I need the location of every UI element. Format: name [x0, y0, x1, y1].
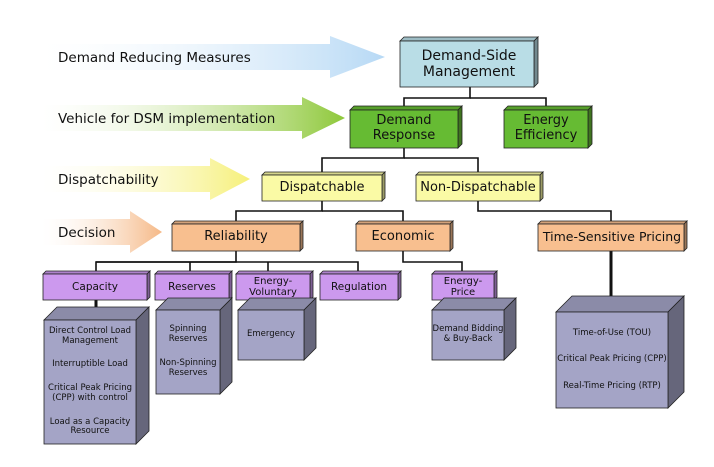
- arrow-dispatchability: [42, 158, 250, 200]
- detail-time-sensitive-item: Time-of-Use (TOU): [572, 327, 652, 338]
- box-dsm-front-face: [399, 40, 535, 88]
- node-dispatchable: Dispatchable: [279, 179, 365, 195]
- box-economic-front-face: [355, 223, 451, 252]
- row-label-demand-reducing: Demand Reducing Measures: [58, 50, 251, 66]
- box-time-sensitive-pricing: [537, 220, 688, 252]
- box-demand-response-side-face: [457, 105, 463, 149]
- detail-reserves-item: Non-Spinning Reserves: [159, 358, 217, 379]
- box-capacity-front-face: [42, 273, 148, 301]
- box-energy-voluntary-side-face: [309, 270, 314, 301]
- detail-capacity-item: Direct Control Load Management: [49, 325, 131, 346]
- box-energy-price-side-face: [493, 270, 498, 301]
- detail-time-sensitive-item: Critical Peak Pricing (CPP): [557, 354, 667, 365]
- box-economic-side-face: [449, 220, 454, 252]
- box-reserves-front-face: [154, 273, 230, 301]
- box-time-sensitive-pricing-front-face: [537, 223, 685, 252]
- node-energy-price: Energy- Price: [443, 275, 483, 299]
- arrow-vehicle: [42, 97, 345, 139]
- box-energy-voluntary: [235, 270, 314, 301]
- box-detail-capacity-side-face: [135, 306, 150, 445]
- node-reserves: Reserves: [168, 280, 216, 293]
- box-energy-efficiency-front-face: [503, 109, 589, 149]
- node-capacity: Capacity: [72, 280, 118, 293]
- node-energy-efficiency: Energy Efficiency: [514, 113, 578, 143]
- detail-capacity-item: Load as a Capacity Resource: [49, 416, 131, 437]
- detail-energy-price: Demand Bidding & Buy-Back: [432, 310, 504, 360]
- box-detail-energy-price: [431, 297, 517, 361]
- node-demand-response: Demand Response: [372, 113, 436, 143]
- arrow-demand-reducing: [42, 36, 385, 78]
- box-detail-energy-voluntary-front-face: [237, 309, 305, 361]
- box-detail-time-sensitive-front-face: [555, 311, 669, 409]
- detail-reserves: Spinning Reserves Non-Spinning Reserves: [156, 310, 220, 394]
- box-dispatchable-front-face: [261, 174, 383, 202]
- box-non-dispatchable-front-face: [415, 174, 541, 202]
- box-dsm: [399, 36, 539, 88]
- row-label-dispatchability: Dispatchability: [58, 172, 159, 188]
- row-label-decision: Decision: [58, 225, 116, 241]
- box-reliability-front-face: [171, 223, 301, 252]
- arrow-decision: [42, 211, 162, 253]
- row-label-vehicle: Vehicle for DSM implementation: [58, 111, 276, 127]
- box-detail-time-sensitive: [555, 295, 685, 409]
- box-energy-price: [431, 270, 498, 301]
- detail-time-sensitive-item: Real-Time Pricing (RTP): [563, 380, 661, 391]
- box-energy-price-front-face: [431, 273, 495, 301]
- box-dispatchable: [261, 171, 386, 202]
- detail-capacity-item: Interruptible Load: [52, 359, 128, 370]
- box-capacity-side-face: [146, 270, 151, 301]
- box-regulation-side-face: [397, 270, 402, 301]
- box-detail-reserves-side-face: [219, 297, 233, 395]
- box-detail-capacity: [43, 306, 150, 445]
- node-time-sensitive-pricing: Time-Sensitive Pricing: [542, 229, 682, 245]
- detail-capacity: Direct Control Load Management Interrupt…: [44, 320, 136, 444]
- node-non-dispatchable: Non-Dispatchable: [420, 179, 536, 195]
- box-detail-energy-voluntary: [237, 297, 317, 361]
- box-dispatchable-side-face: [381, 171, 386, 202]
- box-detail-capacity-top-face: [43, 306, 150, 321]
- box-demand-response-front-face: [349, 109, 459, 149]
- box-non-dispatchable: [415, 171, 544, 202]
- box-demand-response: [349, 105, 463, 149]
- box-reserves-side-face: [228, 270, 233, 301]
- box-energy-efficiency: [503, 105, 593, 149]
- box-detail-time-sensitive-top-face: [555, 295, 685, 313]
- box-regulation-front-face: [319, 273, 399, 301]
- box-capacity: [42, 270, 151, 301]
- node-energy-voluntary: Energy- Voluntary: [249, 275, 297, 299]
- detail-energy-voluntary-item: Emergency: [247, 329, 295, 340]
- box-regulation: [319, 270, 402, 301]
- detail-time-sensitive: Time-of-Use (TOU) Critical Peak Pricing …: [556, 312, 668, 408]
- box-reserves: [154, 270, 233, 301]
- box-detail-time-sensitive-side-face: [667, 295, 685, 409]
- detail-energy-price-item: Demand Bidding & Buy-Back: [432, 324, 504, 344]
- node-dsm: Demand-Side Management: [421, 47, 517, 80]
- node-regulation: Regulation: [330, 280, 388, 293]
- node-reliability: Reliability: [204, 229, 268, 245]
- detail-reserves-item: Spinning Reserves: [168, 323, 208, 344]
- node-economic: Economic: [371, 229, 435, 245]
- detail-energy-voluntary: Emergency: [238, 310, 304, 360]
- box-detail-reserves-front-face: [155, 309, 221, 395]
- box-detail-reserves: [155, 297, 233, 395]
- box-economic: [355, 220, 454, 252]
- box-energy-voluntary-front-face: [235, 273, 311, 301]
- box-detail-energy-price-front-face: [431, 309, 505, 361]
- box-reliability: [171, 220, 304, 252]
- box-reliability-side-face: [299, 220, 304, 252]
- detail-capacity-item: Critical Peak Pricing (CPP) with control: [48, 383, 132, 403]
- box-non-dispatchable-side-face: [539, 171, 544, 202]
- box-detail-capacity-front-face: [43, 319, 137, 445]
- box-energy-efficiency-side-face: [587, 105, 593, 149]
